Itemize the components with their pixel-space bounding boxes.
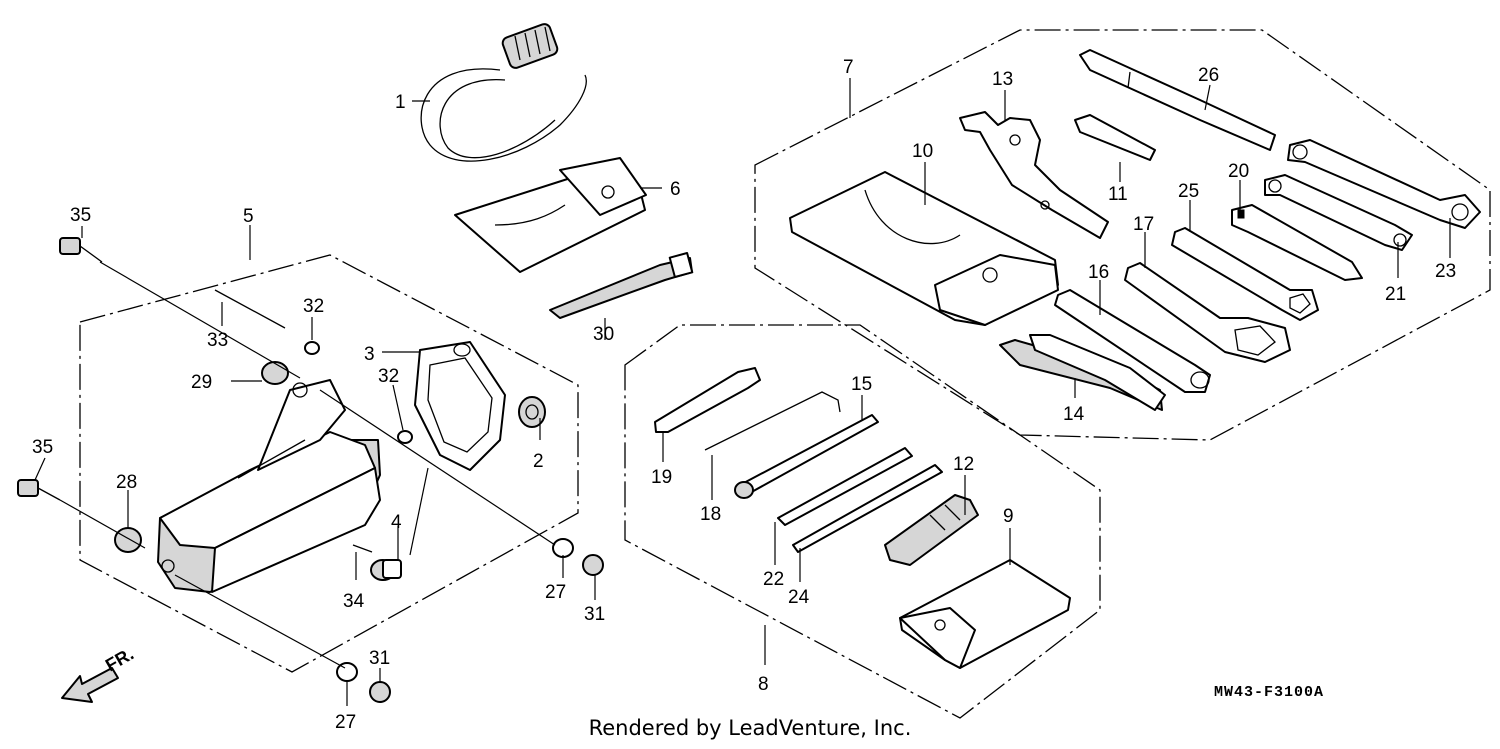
callout-8: 8 [758,674,769,695]
callout-33: 33 [207,330,228,351]
callout-9: 9 [1003,506,1014,527]
part-9-tool-bag-small [899,559,1071,669]
callout-30: 30 [593,324,614,345]
part-31-nut [369,554,604,703]
callout-26: 26 [1198,65,1219,86]
callout-14: 14 [1063,404,1085,425]
callout-1: 1 [395,92,406,113]
part-26-handle [1079,49,1276,151]
callout-27: 27 [545,582,566,603]
part-1-cable-lock [420,23,587,162]
part-4-lock-cylinder [370,559,402,581]
group-outline-toolbox [79,254,579,673]
callout-31: 31 [584,604,605,625]
part-23-ring-wrench [1287,139,1481,229]
part-13-pin-spanner [959,111,1109,239]
callout-34: 34 [343,591,365,612]
part-29-collar [261,361,289,385]
callout-27: 27 [335,712,356,733]
part-15-extension-bar [734,414,879,499]
part-5-tool-box [157,379,381,593]
part-24-screwdriver [792,464,943,553]
part-27-washer [336,538,574,682]
callout-23: 23 [1435,261,1456,282]
callout-22: 22 [763,569,784,590]
callout-5: 5 [243,206,254,227]
front-arrow-icon [61,667,119,703]
part-6-tool-pouch-small [454,157,647,273]
callout-2: 2 [533,451,544,472]
callout-19: 19 [651,467,672,488]
part-22-screwdriver [777,447,913,526]
part-30-tool-strap [549,252,694,319]
callout-3: 3 [364,344,375,365]
callout-12: 12 [953,454,974,475]
part-25-box-wrench [1171,227,1319,321]
callout-10: 10 [912,141,933,162]
part-11-screwdriver-grip [1074,114,1156,161]
callout-28: 28 [116,472,137,493]
callout-25: 25 [1178,181,1199,202]
part-20-open-wrench [1231,204,1363,281]
callout-21: 21 [1385,284,1406,305]
part-18-hex-key [704,391,841,451]
part-32-washer [304,341,413,444]
part-3-tool-box-cover [414,341,506,471]
part-10-tool-bag [789,171,1059,326]
callout-15: 15 [851,374,872,395]
callout-16: 16 [1088,262,1109,283]
credit-footer: Rendered by LeadVenture, Inc. [588,716,912,740]
callout-24: 24 [788,587,810,608]
callout-4: 4 [391,512,402,533]
part-14-pliers [999,334,1166,411]
part-21-ring-wrench [1264,174,1413,251]
part-12-screwdriver-handle [884,494,979,566]
part-33-bolt-long [214,289,286,329]
part-17-box-wrench [1124,262,1291,363]
callout-18: 18 [700,504,721,525]
callout-20: 20 [1228,161,1249,182]
callout-17: 17 [1133,214,1154,235]
part-34-pin [352,544,373,553]
callout-11: 11 [1108,184,1128,205]
callout-6: 6 [670,179,681,200]
group-outline-tool-set [754,29,1491,441]
callout-32: 32 [378,366,399,387]
callout-32: 32 [303,296,324,317]
group-outline-tool-kit [624,324,1101,719]
callout-31: 31 [369,648,390,669]
callout-29: 29 [191,372,212,393]
part-28-collar [114,527,142,553]
drawing-code: MW43-F3100A [1214,684,1325,701]
part-35-bolt [17,237,103,501]
callout-35: 35 [70,205,91,226]
callout-13: 13 [992,69,1013,90]
callout-7: 7 [843,57,854,78]
part-16-socket-wrench [1054,289,1211,393]
part-2-grommet [518,396,546,428]
part-19-open-wrench [654,367,761,433]
callout-35: 35 [32,437,53,458]
